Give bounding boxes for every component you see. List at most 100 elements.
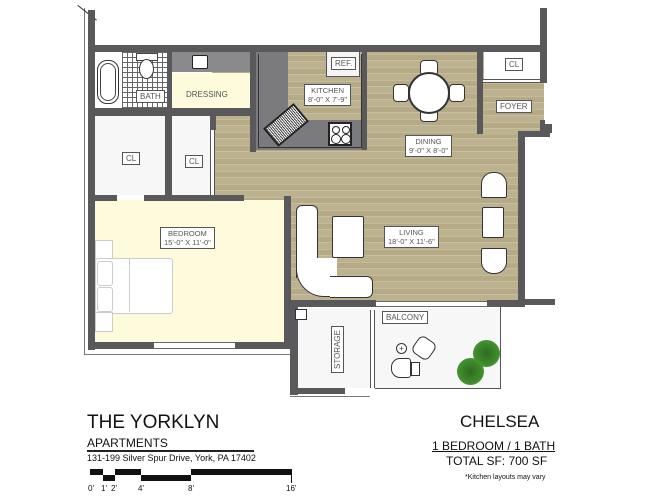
wall-living-bottom-right bbox=[487, 300, 525, 307]
room-label-closet1: CL bbox=[122, 152, 141, 165]
wall-closet2-right bbox=[210, 130, 215, 196]
unit-name: CHELSEA bbox=[460, 412, 540, 431]
room-label-storage: STORAGE bbox=[330, 326, 344, 373]
dining-chair-right bbox=[449, 84, 465, 102]
room-label-kitchen: KITCHEN 8'-0" X 7'-9" bbox=[304, 84, 352, 106]
scale-label-1: 1' bbox=[101, 484, 107, 493]
wall-right-living-bottom bbox=[518, 299, 555, 305]
title-rule bbox=[87, 450, 254, 452]
dining-name: DINING bbox=[415, 137, 442, 146]
wall-bath-bottom bbox=[88, 108, 250, 116]
scale-seg-0-1 bbox=[90, 469, 103, 475]
room-label-foyer-closet: CL bbox=[505, 58, 524, 71]
kitchen-dims: 8'-0" X 7'-9" bbox=[308, 95, 348, 104]
wall-foyer-jamb bbox=[540, 120, 545, 128]
armchair-top bbox=[481, 172, 507, 198]
exterior-line-bottom bbox=[84, 354, 294, 355]
scale-label-2: 2' bbox=[111, 484, 117, 493]
unit-bed-bath: 1 BEDROOM / 1 BATH bbox=[432, 439, 556, 453]
side-table bbox=[482, 207, 504, 238]
vanity-sink-icon bbox=[192, 55, 208, 69]
living-name: LIVING bbox=[399, 228, 424, 237]
wall-foyer-right-lower bbox=[540, 124, 552, 133]
unit-note: *Kitchen layouts may vary bbox=[465, 474, 546, 481]
wall-bedroom-right bbox=[284, 196, 291, 348]
scale-label-4: 4' bbox=[138, 484, 144, 493]
balcony-rail-bottom bbox=[375, 388, 501, 389]
bedroom-dims: 15'-0" X 11'-0" bbox=[164, 238, 211, 247]
wall-top bbox=[88, 45, 543, 52]
balcony-door bbox=[376, 301, 488, 307]
living-dims: 18'-0" X 11'-6" bbox=[388, 237, 435, 246]
nightstand-top bbox=[95, 240, 113, 260]
dressing-floor bbox=[170, 73, 250, 109]
scale-seg-4-8 bbox=[141, 475, 191, 481]
wall-left bbox=[88, 10, 95, 350]
dressing-counter bbox=[172, 52, 250, 72]
room-label-ref: REF. bbox=[331, 57, 357, 70]
balcony-chair-2 bbox=[391, 358, 411, 378]
bathtub-inner bbox=[100, 63, 116, 101]
dining-table bbox=[408, 72, 450, 114]
wall-closets-bottom-2 bbox=[144, 195, 244, 201]
wall-bedroom-bottom-right bbox=[235, 342, 291, 349]
dining-chair-left bbox=[393, 84, 409, 102]
unit-total-sf: TOTAL SF: 700 SF bbox=[446, 454, 548, 468]
dining-dims: 9'-0" X 8'-0" bbox=[409, 146, 449, 155]
room-label-balcony: BALCONY bbox=[382, 311, 429, 324]
wall-kitchen-left bbox=[250, 52, 256, 152]
wall-right-foyer bbox=[540, 8, 547, 83]
property-subtitle: APARTMENTS bbox=[87, 436, 168, 450]
property-title: THE YORKLYN bbox=[87, 412, 220, 433]
wall-storage-bottom bbox=[290, 388, 345, 394]
wall-bath-right bbox=[167, 52, 172, 112]
scale-label-0: 0' bbox=[88, 484, 94, 493]
scale-label-8: 8' bbox=[188, 484, 194, 493]
sofa-sectional-horizontal bbox=[330, 276, 373, 298]
scale-tick-16 bbox=[291, 475, 292, 483]
room-label-foyer: FOYER bbox=[496, 100, 532, 113]
scale-seg-2-4 bbox=[115, 469, 141, 475]
room-label-bedroom: BEDROOM 15'-0" X 11'-0" bbox=[160, 227, 215, 249]
wall-right-living-top bbox=[518, 131, 550, 137]
balcony-side-table bbox=[411, 362, 420, 376]
bed-pillow-2 bbox=[97, 287, 113, 312]
property-address: 131-199 Silver Spur Drive, York, PA 1740… bbox=[87, 453, 256, 463]
room-label-living: LIVING 18'-0" X 11'-6" bbox=[384, 226, 439, 248]
plant-icon-2 bbox=[457, 358, 484, 385]
storage-bottom-line bbox=[290, 396, 370, 397]
floor-plan: + BATH DRESSING REF. KITCHEN 8'-0" X 7'-… bbox=[77, 5, 555, 397]
armchair-bottom bbox=[481, 248, 507, 274]
coffee-table bbox=[332, 216, 364, 258]
room-label-dressing: DRESSING bbox=[186, 90, 228, 99]
balcony-lamp-icon: + bbox=[396, 343, 407, 354]
bed bbox=[95, 258, 173, 314]
nightstand-bottom bbox=[95, 312, 113, 332]
wall-bedroom-bottom-left bbox=[88, 342, 154, 349]
bed-fold-line bbox=[129, 258, 130, 312]
scale-bar: 0' 1' 2' 4' 8' 16' bbox=[88, 469, 297, 497]
wall-dressing-right bbox=[210, 108, 216, 130]
wall-closets-bottom-1 bbox=[88, 195, 117, 201]
scale-label-16: 16' bbox=[286, 484, 297, 493]
bed-pillow-1 bbox=[97, 261, 113, 286]
foyer-floor bbox=[482, 80, 544, 135]
foyer-closet-door bbox=[483, 79, 540, 83]
room-label-closet2: CL bbox=[185, 155, 204, 168]
kitchen-name: KITCHEN bbox=[311, 86, 344, 95]
balcony-rail-right bbox=[500, 307, 501, 389]
wall-foyer-partition bbox=[477, 52, 483, 134]
scale-seg-8-16 bbox=[191, 469, 292, 475]
toilet-icon bbox=[139, 59, 154, 79]
bedroom-window bbox=[154, 342, 235, 349]
wall-storage-left bbox=[290, 300, 298, 395]
wall-closet-divider bbox=[165, 116, 172, 201]
wall-right-living bbox=[518, 131, 525, 304]
wall-kitchen-partition bbox=[362, 52, 367, 150]
storage-shaft bbox=[295, 309, 307, 320]
bedroom-name: BEDROOM bbox=[168, 229, 207, 238]
room-label-bath: BATH bbox=[136, 90, 165, 103]
wall-living-bottom-left bbox=[290, 300, 376, 307]
storage-door bbox=[370, 310, 375, 388]
scale-seg-1-2 bbox=[103, 475, 115, 481]
